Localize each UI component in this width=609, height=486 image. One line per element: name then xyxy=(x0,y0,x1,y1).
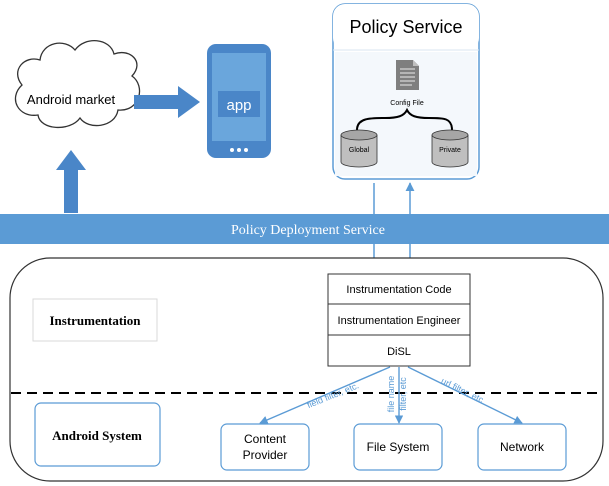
policy-service-title: Policy Service xyxy=(349,17,462,37)
phone-icon: app xyxy=(207,44,271,158)
content-provider-box: Content Provider xyxy=(220,423,310,471)
content-provider-label-line1: Content xyxy=(244,432,287,446)
instrumentation-engineer-label: Instrumentation Engineer xyxy=(338,315,461,327)
global-database-icon xyxy=(340,129,378,168)
document-icon xyxy=(396,60,419,90)
file-system-label: File System xyxy=(367,440,430,454)
instrumentation-box: Instrumentation xyxy=(32,298,158,342)
file-system-box: File System xyxy=(353,423,443,471)
instrumentation-code-label: Instrumentation Code xyxy=(346,284,451,296)
network-label: Network xyxy=(500,440,545,454)
private-database-icon xyxy=(431,129,469,168)
android-market-cloud: Android market xyxy=(14,40,141,129)
disl-label: DiSL xyxy=(387,346,411,358)
disl-to-network-arrow xyxy=(407,366,523,424)
file-name-filter-line2: filter, etc xyxy=(398,377,408,411)
global-label: Global xyxy=(349,147,370,154)
policy-deployment-label: Policy Deployment Service xyxy=(231,223,385,238)
network-box: Network xyxy=(477,423,567,471)
policy-deployment-bar: Policy Deployment Service xyxy=(0,214,609,244)
content-provider-label-line2: Provider xyxy=(243,448,288,462)
instrumentation-label: Instrumentation xyxy=(49,313,141,328)
file-name-filter-line1: file name xyxy=(386,376,396,413)
android-system-label: Android System xyxy=(52,428,142,443)
android-market-label: Android market xyxy=(27,92,116,107)
deploy-to-market-arrow xyxy=(56,150,86,213)
config-file-label: Config File xyxy=(390,100,424,107)
market-to-app-arrow xyxy=(134,86,200,118)
disl-to-content-provider-arrow xyxy=(259,366,391,424)
config-brace xyxy=(356,107,453,131)
app-label: app xyxy=(226,97,251,114)
instrumentation-stack: Instrumentation Code Instrumentation Eng… xyxy=(327,273,471,367)
private-label: Private xyxy=(439,147,461,154)
android-system-box: Android System xyxy=(34,402,161,467)
